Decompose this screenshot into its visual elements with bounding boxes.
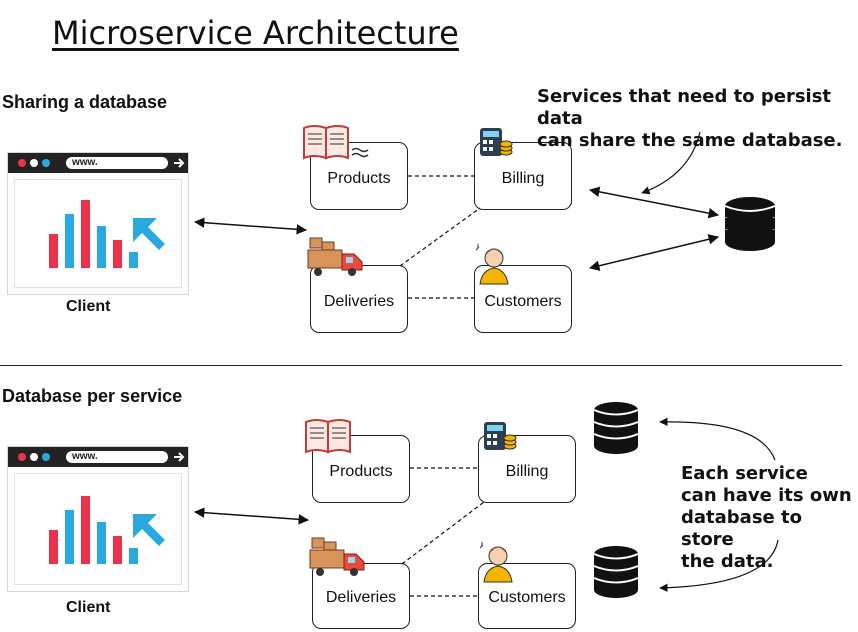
bar-chart-icon [49, 496, 165, 564]
service-customers-per-service[interactable]: Customers [478, 563, 576, 629]
window-dot-white [30, 159, 38, 167]
window-dot-red [18, 159, 26, 167]
open-book-icon [303, 125, 369, 160]
service-products-per-service[interactable]: Products [312, 435, 410, 503]
forward-arrow-icon [174, 452, 185, 462]
bar-chart-icon [49, 200, 165, 268]
customers-db-arrow [588, 234, 720, 271]
database-icon [724, 197, 776, 251]
service-label-deliveries: Deliveries [323, 293, 395, 310]
url-bar: www. [66, 157, 168, 169]
window-dot-blue [42, 453, 50, 461]
note-shared-line1: Services that need to persist data [537, 86, 832, 129]
note-per-service-line2: can have its own [681, 485, 852, 506]
note-per-service-pointer-top [659, 417, 776, 461]
window-dot-blue [42, 159, 50, 167]
window-dot-red [18, 453, 26, 461]
customer-person-icon [479, 542, 513, 583]
window-dot-white [30, 453, 38, 461]
database-icon [593, 546, 639, 598]
section-heading-shared: Sharing a database [2, 92, 168, 112]
service-label-customers: Customers [484, 293, 562, 310]
service-label-products: Products [327, 170, 391, 187]
client-to-services-arrow [193, 507, 310, 525]
note-shared-pointer [641, 131, 701, 195]
browser-bar: www. [8, 153, 188, 173]
note-per-service-line4: the data. [681, 551, 774, 572]
delivery-truck-icon [309, 537, 365, 576]
client-viewport [14, 179, 182, 288]
section-divider [0, 365, 842, 366]
note-per-service: Each service can have its own database t… [681, 463, 858, 573]
calculator-coins-icon [480, 128, 513, 156]
section-heading-per-service: Database per service [2, 386, 183, 406]
client-viewport [14, 473, 182, 585]
service-label-customers: Customers [488, 589, 566, 606]
cursor-arrow-icon [133, 218, 165, 250]
cursor-arrow-icon [133, 514, 165, 546]
database-icon [593, 402, 639, 454]
delivery-truck-icon [307, 237, 363, 276]
browser-bar: www. [8, 447, 188, 467]
client-window-shared: www. [7, 152, 189, 295]
client-to-services-arrow [193, 217, 308, 235]
forward-arrow-icon [174, 158, 185, 168]
service-label-deliveries: Deliveries [325, 589, 397, 606]
page-title: Microservice Architecture [52, 14, 459, 52]
customer-person-icon [475, 244, 509, 285]
billing-db-arrow [588, 186, 720, 219]
client-window-per-service: www. [7, 446, 189, 592]
note-shared: Services that need to persist data can s… [537, 86, 858, 152]
service-deliveries-shared[interactable]: Deliveries [310, 265, 408, 333]
deliveries-billing-link [401, 501, 485, 565]
url-bar: www. [66, 451, 168, 463]
note-per-service-line1: Each service [681, 463, 808, 484]
deliveries-billing-link [399, 207, 481, 267]
client-label-per-service: Client [66, 599, 111, 616]
note-shared-line2: can share the same database. [537, 130, 843, 151]
service-label-billing: Billing [505, 463, 549, 480]
open-book-icon [305, 419, 351, 454]
service-deliveries-per-service[interactable]: Deliveries [312, 563, 410, 629]
service-label-products: Products [329, 463, 393, 480]
service-label-billing: Billing [501, 170, 545, 187]
client-label-shared: Client [66, 298, 111, 315]
calculator-coins-icon [484, 422, 517, 450]
note-per-service-pointer-bottom [659, 539, 779, 592]
note-per-service-line3: database to store [681, 507, 802, 550]
